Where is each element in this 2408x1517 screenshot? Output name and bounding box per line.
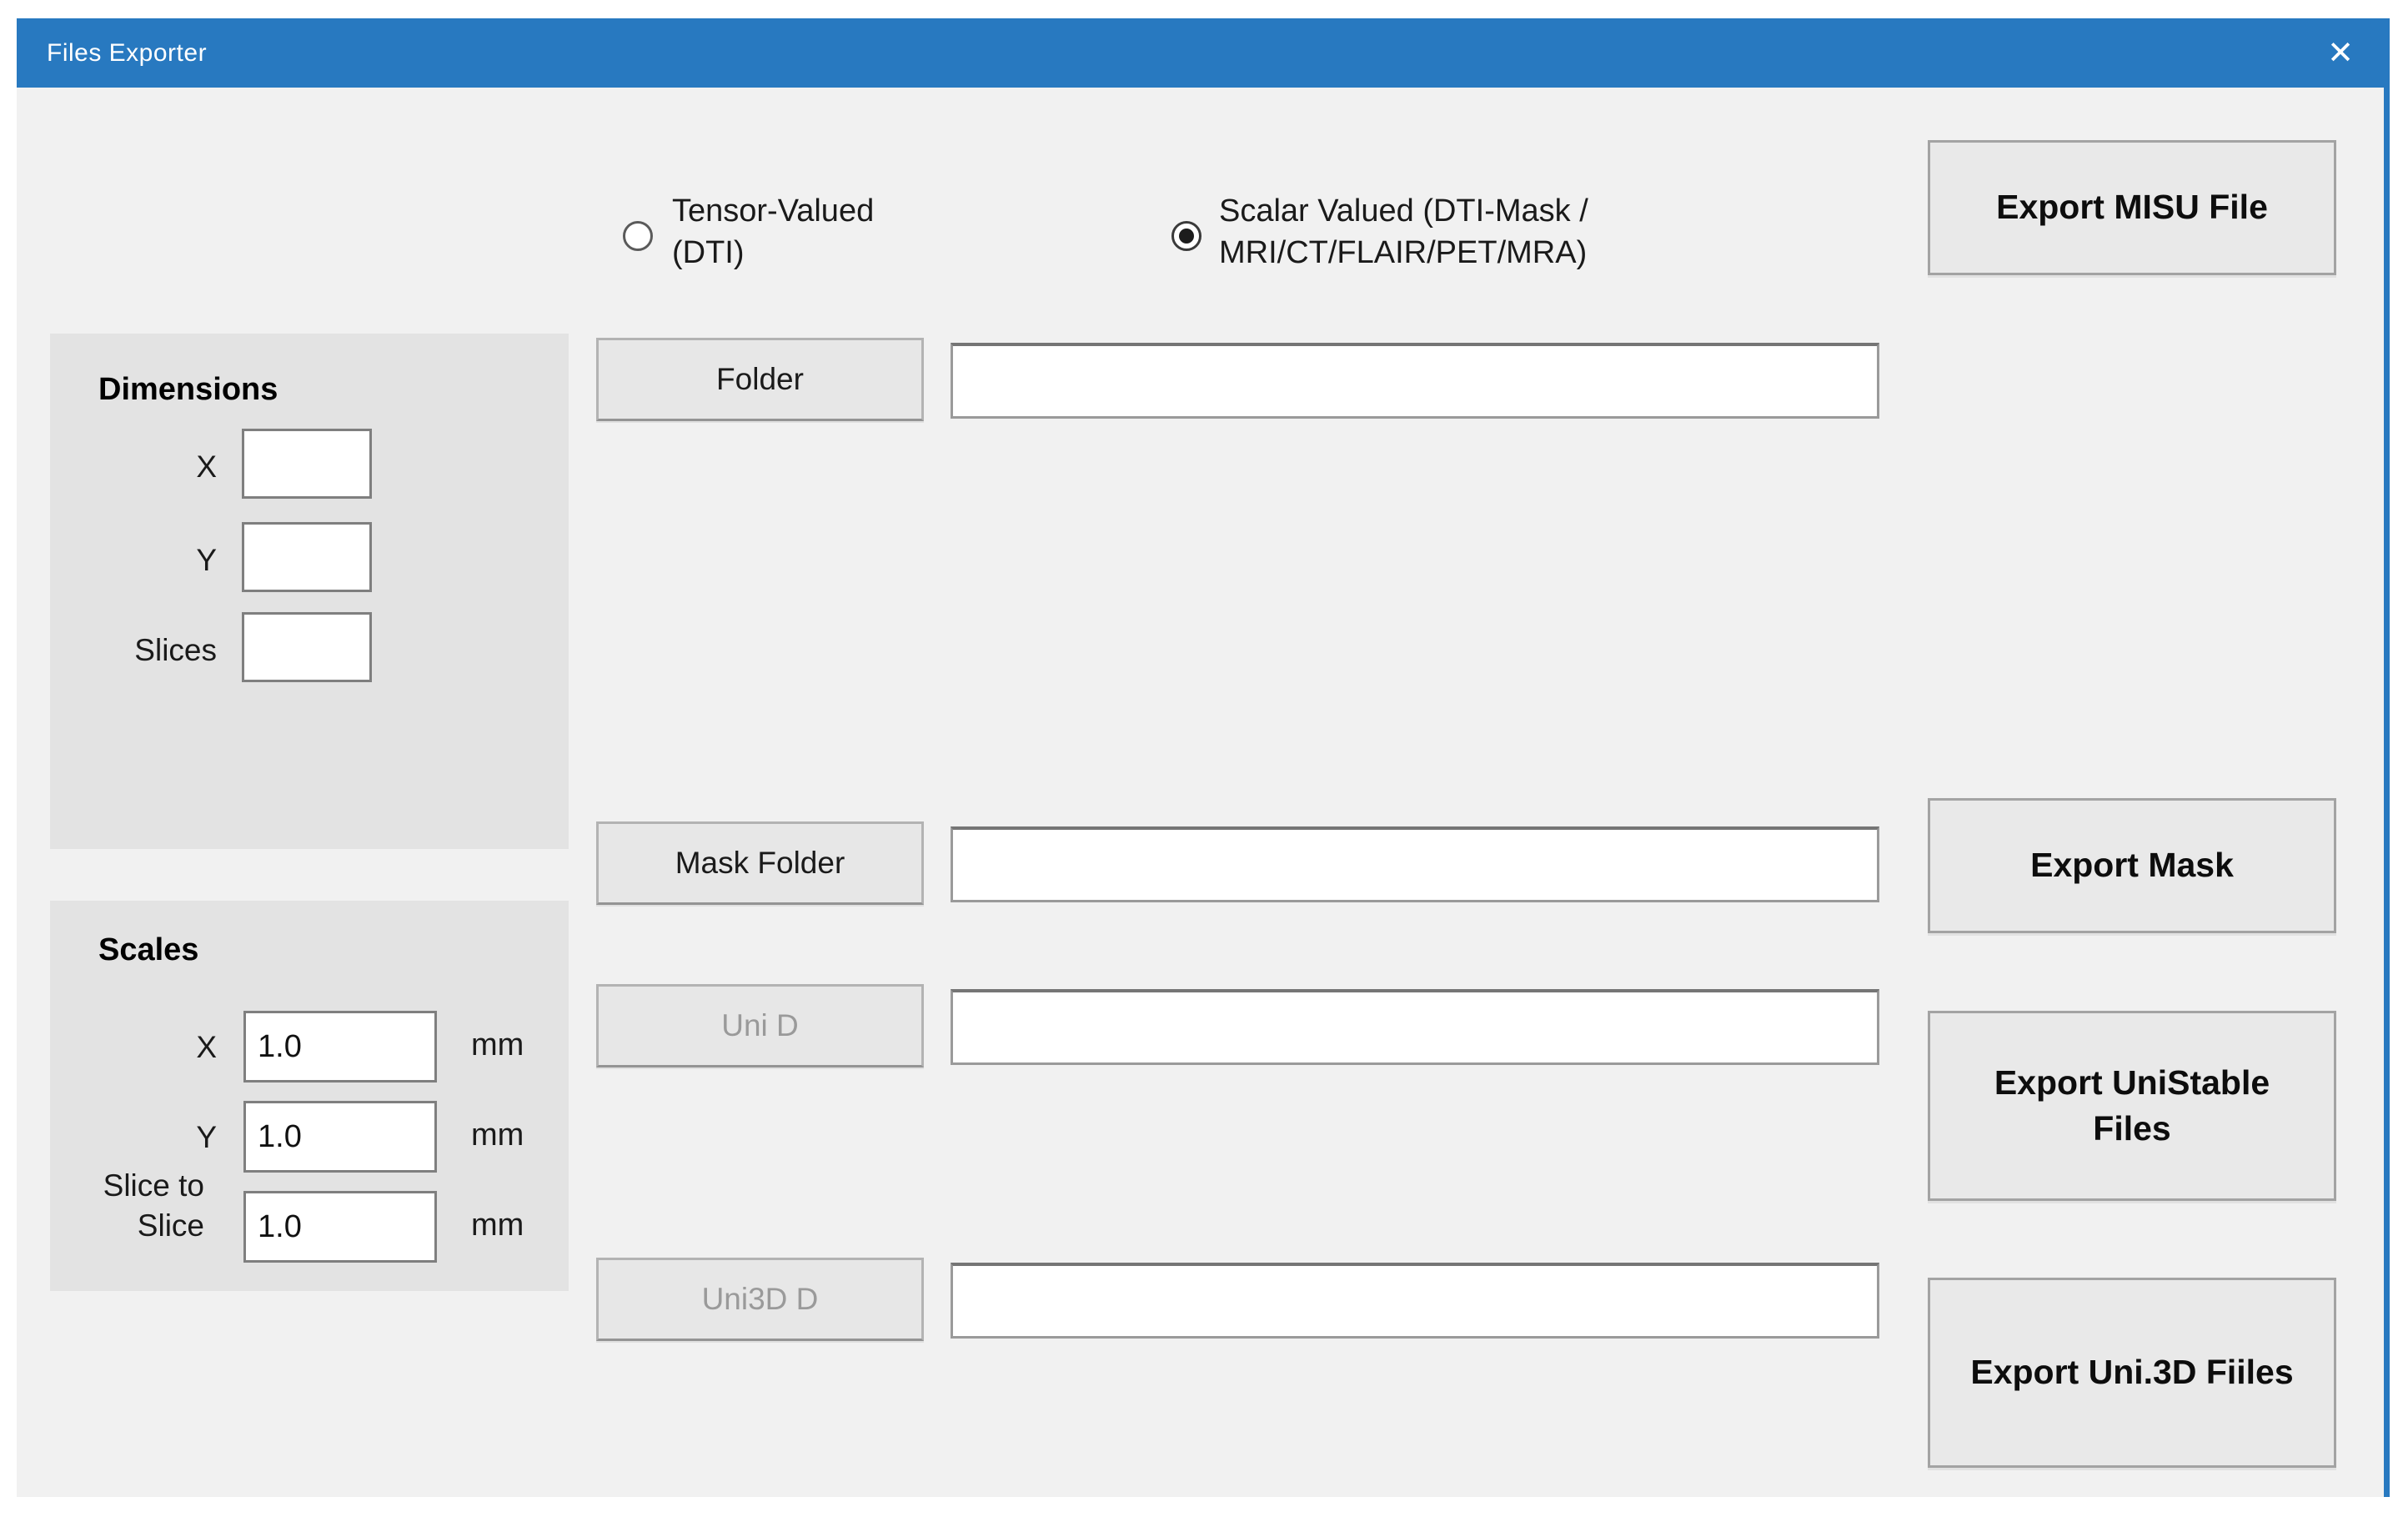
radio-tensor-line2: (DTI) xyxy=(672,235,745,270)
files-exporter-window: Files Exporter ✕ Tensor-Valued (DTI) Sca… xyxy=(17,18,2390,1497)
scale-x-input[interactable] xyxy=(243,1011,437,1082)
scale-y-label: Y xyxy=(196,1120,217,1154)
export-unistable-button[interactable]: Export UniStable Files xyxy=(1928,1011,2336,1201)
window-title: Files Exporter xyxy=(47,38,208,67)
dimension-x-label: X xyxy=(196,450,217,484)
export-uni3d-button[interactable]: Export Uni.3D Fiiles xyxy=(1928,1278,2336,1468)
radio-scalar-line1: Scalar Valued (DTI-Mask / xyxy=(1219,193,1588,229)
uni-d-input[interactable] xyxy=(951,989,1879,1065)
dimension-y-input[interactable] xyxy=(242,522,372,592)
uni3d-d-button[interactable]: Uni3D D xyxy=(596,1258,924,1341)
mask-folder-button[interactable]: Mask Folder xyxy=(596,821,924,905)
dimension-y-label: Y xyxy=(196,543,217,577)
folder-button[interactable]: Folder xyxy=(596,338,924,421)
scale-y-unit: mm xyxy=(471,1118,524,1153)
scales-panel: Scales X mm Y mm Slice to Slice mm xyxy=(50,901,569,1291)
uni3d-d-input[interactable] xyxy=(951,1263,1879,1339)
dimension-slices-label: Slices xyxy=(134,633,217,667)
dimensions-title: Dimensions xyxy=(98,372,278,407)
folder-input[interactable] xyxy=(951,343,1879,419)
scales-title: Scales xyxy=(98,932,199,967)
scale-slice-to-slice-unit: mm xyxy=(471,1208,524,1243)
mask-folder-input[interactable] xyxy=(951,826,1879,902)
scale-y-input[interactable] xyxy=(243,1101,437,1173)
scale-x-unit: mm xyxy=(471,1027,524,1062)
uni-d-button[interactable]: Uni D xyxy=(596,984,924,1067)
scale-slice-to-slice-input[interactable] xyxy=(243,1191,437,1263)
dimension-slices-input[interactable] xyxy=(242,612,372,682)
title-bar[interactable]: Files Exporter ✕ xyxy=(17,18,2384,88)
dimensions-panel: Dimensions X Y Slices xyxy=(50,334,569,849)
scale-x-label: X xyxy=(196,1030,217,1064)
dimension-x-input[interactable] xyxy=(242,429,372,499)
radio-tensor-line1: Tensor-Valued xyxy=(672,193,875,229)
scale-slice-to-slice-label: Slice to Slice xyxy=(103,1168,204,1243)
export-mask-button[interactable]: Export Mask xyxy=(1928,798,2336,933)
radio-scalar-valued[interactable] xyxy=(1171,221,1201,251)
close-icon[interactable]: ✕ xyxy=(2327,35,2354,71)
radio-dot xyxy=(1179,229,1194,244)
radio-tensor-valued-label[interactable]: Tensor-Valued (DTI) xyxy=(672,190,874,274)
radio-tensor-valued[interactable] xyxy=(623,221,653,251)
export-misu-button[interactable]: Export MISU File xyxy=(1928,140,2336,275)
radio-scalar-line2: MRI/CT/FLAIR/PET/MRA) xyxy=(1219,235,1588,270)
radio-scalar-valued-label[interactable]: Scalar Valued (DTI-Mask / MRI/CT/FLAIR/P… xyxy=(1219,190,1588,274)
